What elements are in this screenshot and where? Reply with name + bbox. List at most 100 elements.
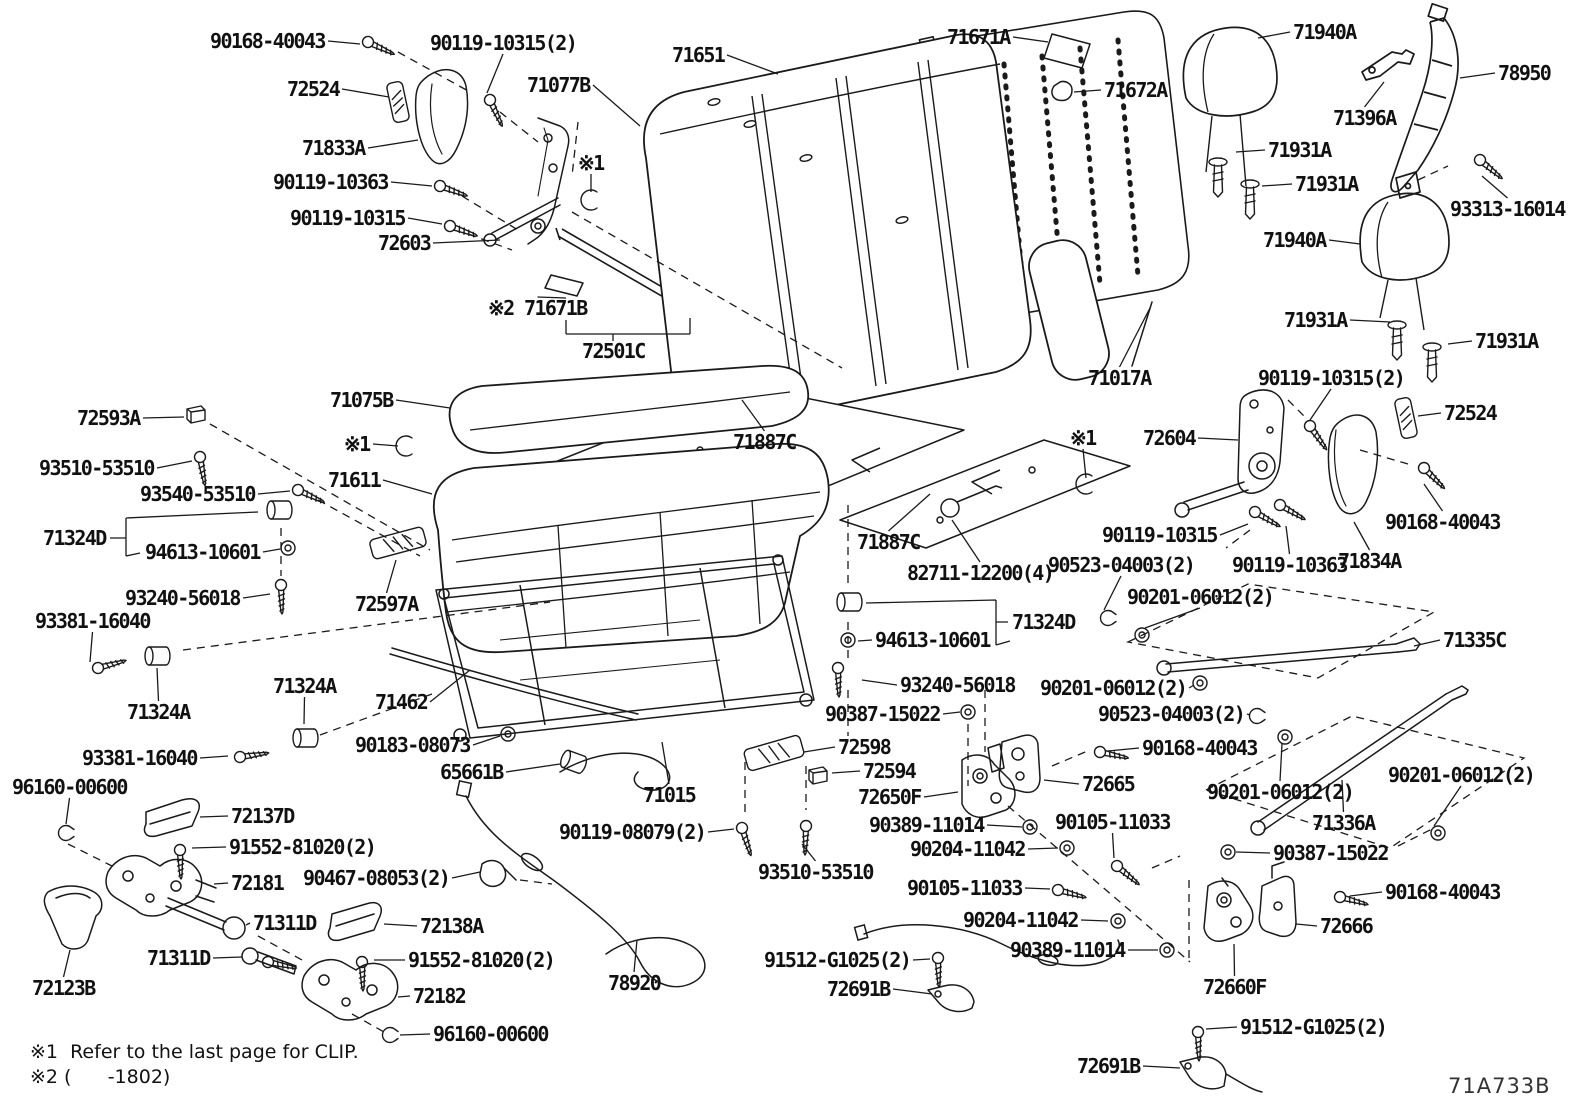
part-label: 90204-11042 <box>963 908 1079 932</box>
bracket-leaders <box>110 318 1011 646</box>
part-label: 90201-06012(2) <box>1207 780 1355 804</box>
part-label: 93240-56018 <box>900 673 1016 697</box>
part-label: 90168-40043 <box>1142 736 1258 760</box>
part-label: 71834A <box>1338 549 1402 573</box>
part-label: 71611 <box>328 468 382 492</box>
part-label: 72181 <box>231 871 285 895</box>
footnote-clip: ※1 Refer to the last page for CLIP. <box>30 1041 359 1063</box>
part-label: 71077B <box>527 73 591 97</box>
part-label: 71931A <box>1475 329 1539 353</box>
leader-lines <box>62 31 1508 1069</box>
part-label: 71336A <box>1312 811 1376 835</box>
part-label: 71940A <box>1293 20 1357 44</box>
part-label: 71396A <box>1333 106 1397 130</box>
part-label: 71017A <box>1088 366 1152 390</box>
part-label: 90204-11042 <box>910 837 1026 861</box>
part-label: 71324A <box>127 700 191 724</box>
part-label: 90387-15022 <box>1273 841 1389 865</box>
part-label: 90119-10315 <box>1102 523 1218 547</box>
part-label: 72597A <box>355 592 419 616</box>
part-label: 72182 <box>413 984 467 1008</box>
part-label: ※1 <box>344 432 371 456</box>
seat-cushion-art <box>432 364 830 654</box>
part-label: 71324D <box>43 526 107 550</box>
part-label: 90389-11014 <box>869 813 985 837</box>
seat-frame-art <box>435 554 815 742</box>
part-label: 91552-81020(2) <box>408 948 556 972</box>
part-label: 78950 <box>1498 61 1552 85</box>
part-label: 72138A <box>420 914 484 938</box>
part-label: 72137D <box>231 804 295 828</box>
part-label: 71672A <box>1104 78 1168 102</box>
part-label: 90119-10315(2) <box>430 31 578 55</box>
part-label: 72666 <box>1320 914 1374 938</box>
part-label: 71671A <box>947 25 1011 49</box>
part-label: 93510-53510 <box>758 860 874 884</box>
small-plates-art <box>544 33 1091 518</box>
part-label: 72660F <box>1203 975 1267 999</box>
part-label: 94613-10601 <box>145 540 261 564</box>
part-label: 94613-10601 <box>875 628 991 652</box>
part-label: 90523-04003(2) <box>1048 553 1196 577</box>
part-label: 72665 <box>1082 772 1136 796</box>
part-label: 71931A <box>1268 138 1332 162</box>
part-label: 90201-06012(2) <box>1388 763 1536 787</box>
part-label: 93240-56018 <box>125 586 241 610</box>
part-label: 90119-10315(2) <box>1258 366 1406 390</box>
part-label: 71075B <box>330 388 394 412</box>
rails-art <box>1156 637 1469 836</box>
rods-cables-art <box>389 647 1120 988</box>
part-label: 72524 <box>287 77 341 101</box>
part-label: 90523-04003(2) <box>1098 702 1246 726</box>
part-label: ※2 71671B <box>488 296 588 320</box>
part-label: 90168-40043 <box>1385 510 1501 534</box>
part-label: 71940A <box>1263 228 1327 252</box>
part-label: 96160-00600 <box>433 1022 549 1046</box>
footnote-daterange: ※2 ( -1802) <box>30 1066 171 1088</box>
part-label: 90119-08079(2) <box>559 820 707 844</box>
part-label: 90389-11014 <box>1010 938 1126 962</box>
recliner-art <box>414 68 1379 518</box>
part-label: 93540-53510 <box>140 482 256 506</box>
part-label: 90467-08053(2) <box>303 866 451 890</box>
part-label: 72524 <box>1444 401 1498 425</box>
part-label: 72593A <box>77 406 141 430</box>
part-label: 90119-10315 <box>290 206 406 230</box>
part-label: 93381-16040 <box>35 609 151 633</box>
part-label: 72598 <box>838 735 892 759</box>
part-label: 91512-G1025(2) <box>1240 1015 1388 1039</box>
part-label: 71887C <box>733 430 797 454</box>
fastener-glyphs <box>57 35 1503 1062</box>
part-label: 72123B <box>32 976 96 1000</box>
assembly-dashes <box>67 51 1526 1033</box>
part-label: 71311D <box>253 911 317 935</box>
part-label: 90387-15022 <box>825 702 941 726</box>
part-label: 90201-06012(2) <box>1040 676 1188 700</box>
part-label: 71335C <box>1443 628 1507 652</box>
part-label: 72604 <box>1143 426 1197 450</box>
part-label: 72603 <box>378 231 432 255</box>
part-label: 71311D <box>147 946 211 970</box>
part-label: 90183-08073 <box>355 733 471 757</box>
headrests-belt-art <box>1182 2 1459 331</box>
part-label: 93510-53510 <box>39 456 155 480</box>
part-label: 71931A <box>1295 172 1359 196</box>
part-label: 82711-12200(4) <box>907 561 1055 585</box>
part-label: 93381-16040 <box>82 746 198 770</box>
part-label: 71324D <box>1012 610 1076 634</box>
part-label: 90119-10363 <box>1232 553 1348 577</box>
part-label: 71887C <box>857 530 921 554</box>
part-label: 91512-G1025(2) <box>764 948 912 972</box>
part-label: 72594 <box>863 759 917 783</box>
part-label: 90105-11033 <box>907 876 1023 900</box>
part-label: 90105-11033 <box>1055 810 1171 834</box>
part-label: ※1 <box>578 151 605 175</box>
part-label: 78920 <box>608 971 662 995</box>
part-label: 72691B <box>1077 1054 1141 1078</box>
part-label: 90119-10363 <box>273 170 389 194</box>
part-label: 90168-40043 <box>210 29 326 53</box>
part-label: 91552-81020(2) <box>229 835 377 859</box>
part-label: 65661B <box>440 760 504 784</box>
part-label: 71931A <box>1284 308 1348 332</box>
